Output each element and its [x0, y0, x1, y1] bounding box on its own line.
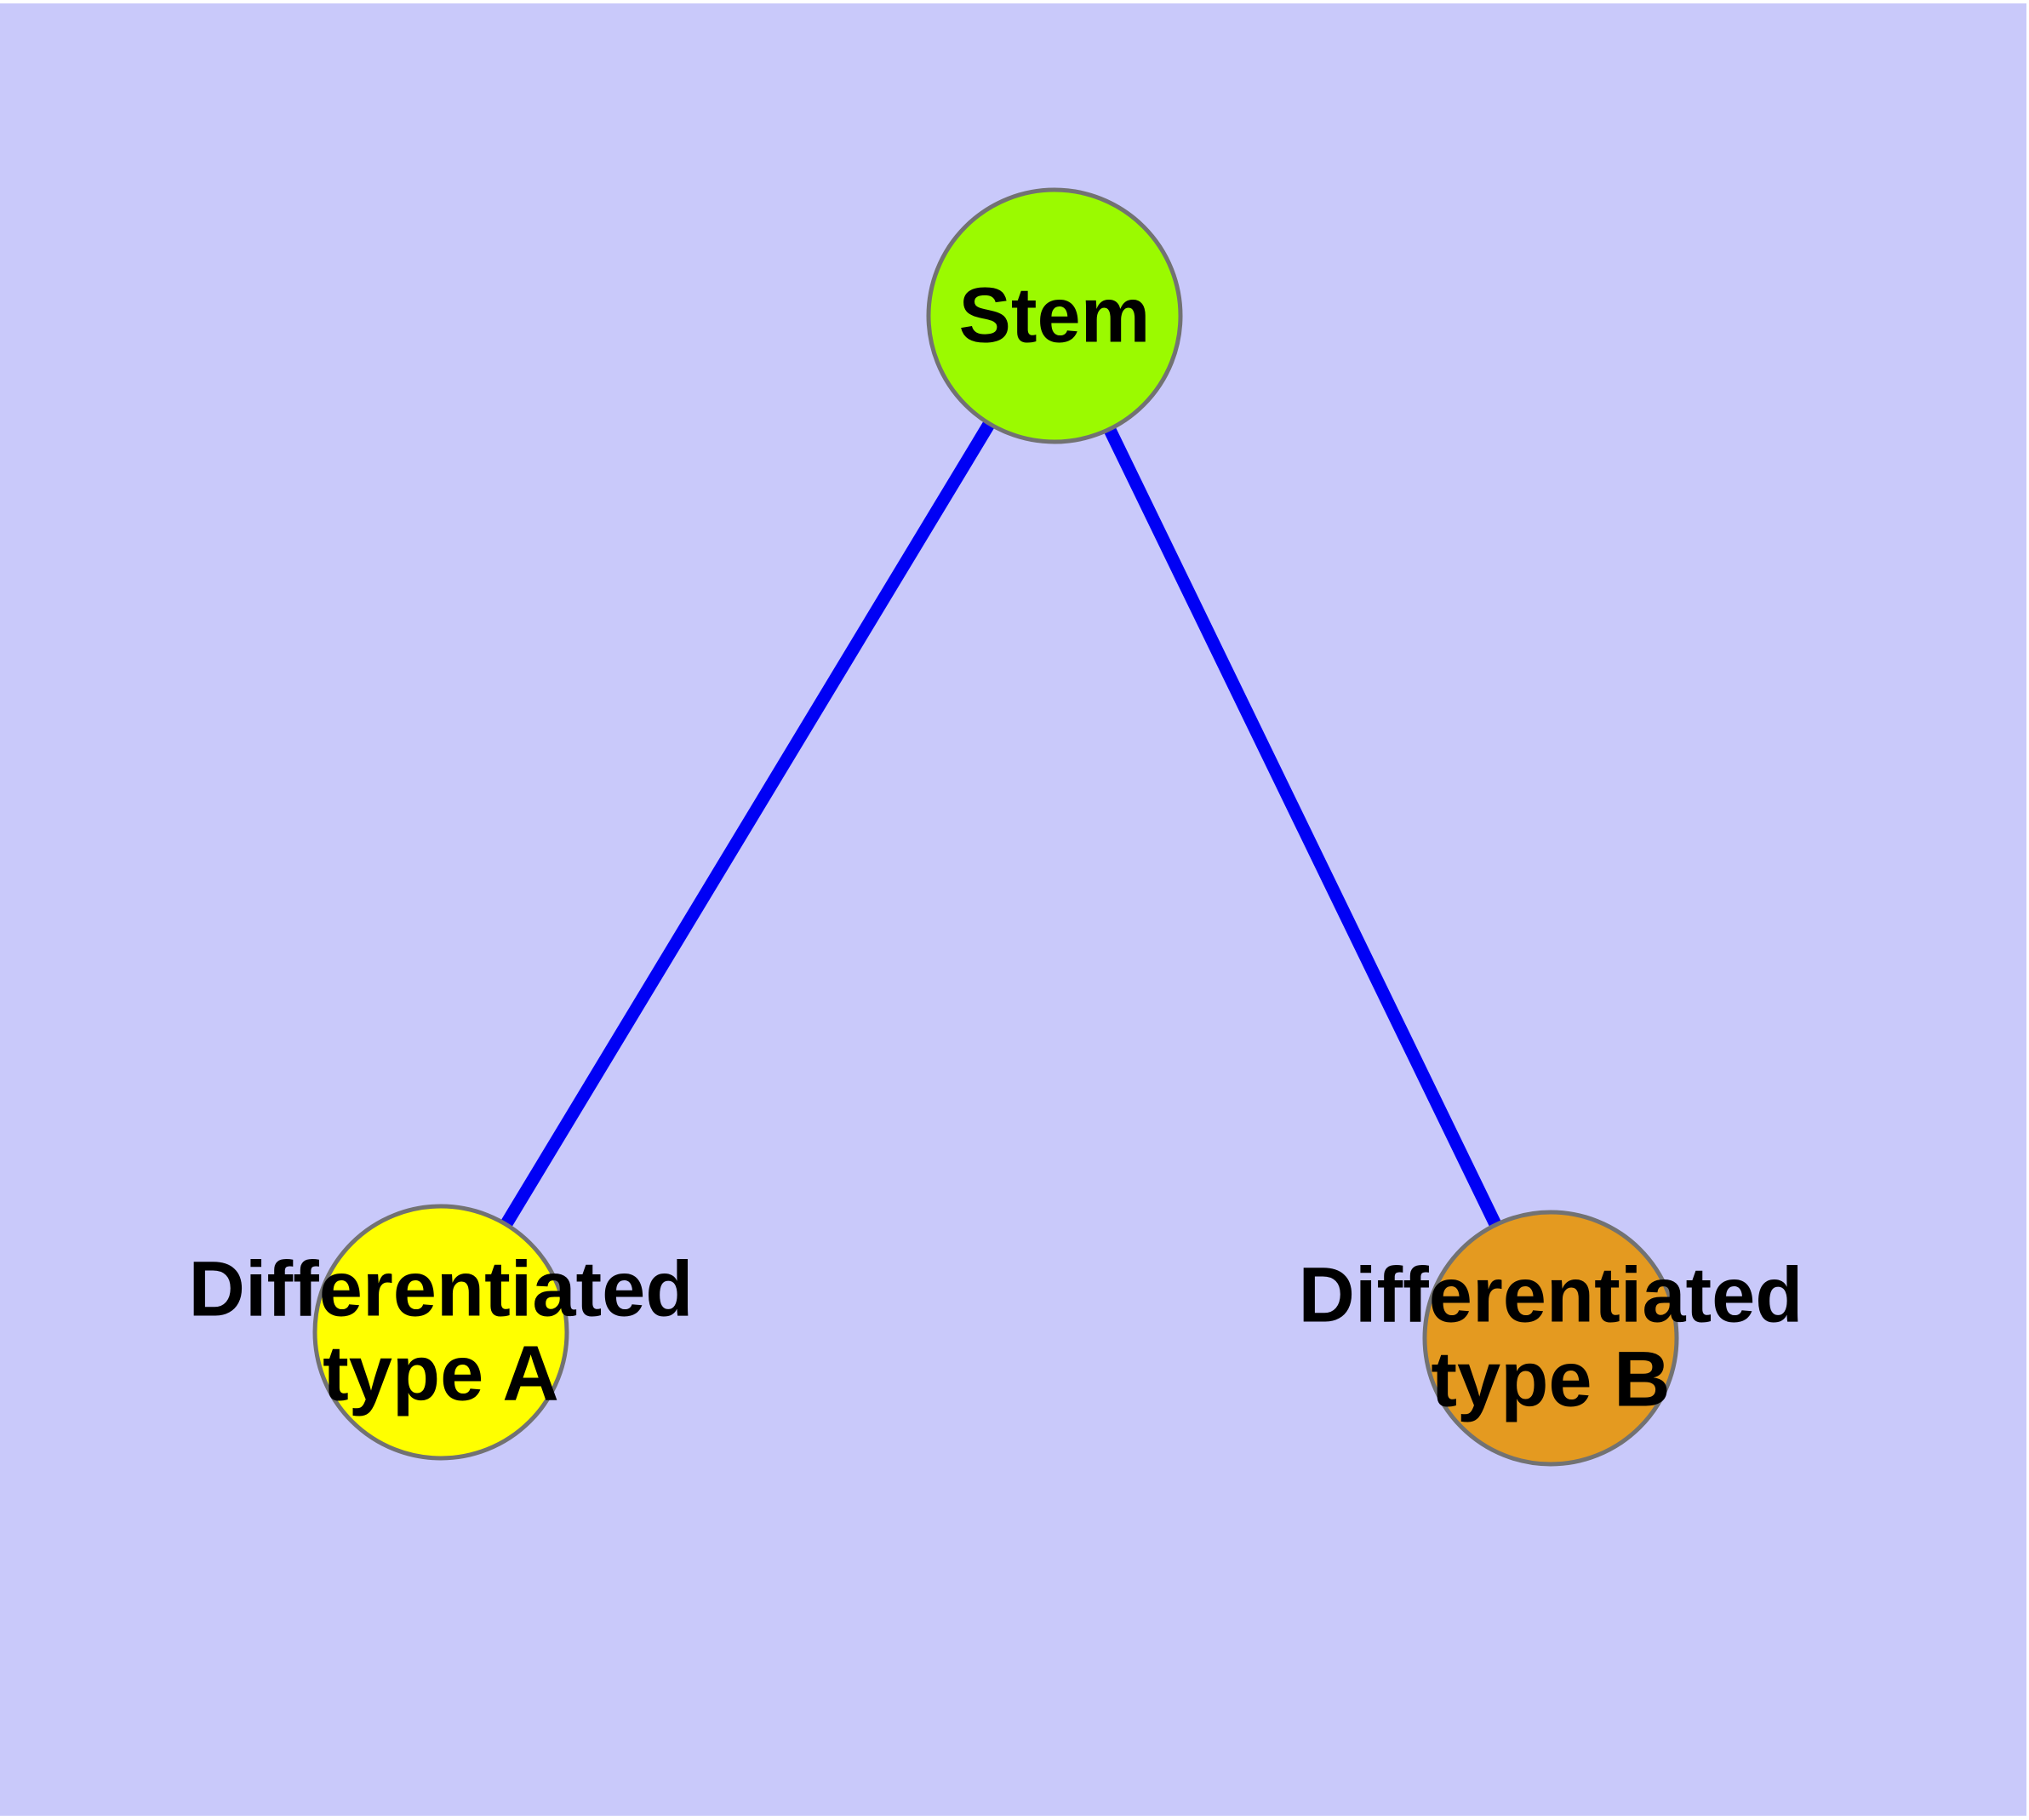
- node-label-type-a: Differentiated type A: [188, 1245, 694, 1417]
- edge-stem-to-type-b: [1049, 312, 1557, 1342]
- edge-stem-to-type-a: [435, 312, 1060, 1336]
- node-type-b: [1422, 1210, 1679, 1467]
- node-stem: [926, 187, 1183, 444]
- node-label-type-b: Differentiated type B: [1298, 1251, 1803, 1423]
- node-label-stem: Stem: [958, 272, 1151, 359]
- node-type-a: [312, 1204, 569, 1461]
